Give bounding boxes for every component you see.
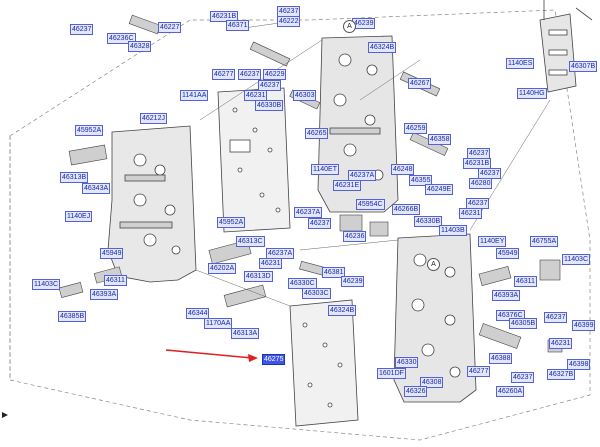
part-label[interactable]: 46222 [277, 16, 301, 27]
bracket-top-right [539, 0, 593, 93]
part-label[interactable]: 11403B [439, 225, 467, 236]
part-label[interactable]: 46307B [569, 61, 598, 72]
part-label[interactable]: 46344 [186, 308, 210, 319]
part-label[interactable]: 46324B [328, 305, 357, 316]
callout-a: A [343, 20, 356, 33]
part-label[interactable]: 46398 [567, 359, 591, 370]
part-label[interactable]: 46212J [140, 113, 167, 124]
part-label[interactable]: 46237 [70, 24, 94, 35]
part-label[interactable]: 46231E [333, 180, 362, 191]
part-label[interactable]: 46231 [549, 338, 573, 349]
part-label[interactable]: 46249E [425, 184, 454, 195]
part-label[interactable]: 46330B [255, 100, 284, 111]
part-label[interactable]: 46358 [428, 134, 452, 145]
part-label[interactable]: 46239 [341, 276, 365, 287]
part-label[interactable]: 1140ET [311, 164, 339, 175]
part-label[interactable]: 46231 [259, 258, 283, 269]
part-label[interactable]: 46277 [467, 366, 491, 377]
part-label[interactable]: 46393A [492, 290, 521, 301]
part-label[interactable]: 46237 [238, 69, 262, 80]
part-label[interactable]: 46324B [368, 42, 397, 53]
part-label[interactable]: 46231B [210, 11, 239, 22]
part-label[interactable]: 46280 [469, 178, 493, 189]
part-label[interactable]: 46227 [158, 22, 182, 33]
part-label[interactable]: 46260A [496, 386, 525, 397]
part-label[interactable]: 46330B [414, 216, 443, 227]
separator-plate-lower [289, 299, 359, 427]
part-label[interactable]: 46385B [58, 311, 87, 322]
valve-body-left [107, 125, 197, 283]
part-label[interactable]: 46236C [107, 33, 136, 44]
part-label[interactable]: 45952A [217, 217, 246, 228]
part-label[interactable]: 1170AA [204, 318, 233, 329]
part-label[interactable]: 46355 [409, 175, 433, 186]
part-label[interactable]: 46328 [128, 41, 152, 52]
separator-plate-top [217, 87, 291, 233]
part-label[interactable]: 46202A [208, 263, 237, 274]
part-label[interactable]: 46311 [514, 276, 537, 287]
part-label[interactable]: 46237 [258, 80, 282, 91]
part-label[interactable]: 46313B [60, 172, 89, 183]
part-label[interactable]: 46237A [348, 170, 377, 181]
part-label[interactable]: 45949 [100, 248, 124, 259]
part-label[interactable]: 11403C [32, 279, 61, 290]
part-label[interactable]: 46237 [308, 218, 332, 229]
part-label[interactable]: 46311 [104, 275, 127, 286]
part-label[interactable]: 46303 [293, 90, 317, 101]
corner-mark [2, 412, 8, 418]
part-label[interactable]: 46237 [511, 372, 535, 383]
part-label[interactable]: 1601DF [377, 368, 406, 379]
part-label[interactable]: 46236 [343, 231, 367, 242]
part-label[interactable]: 46399 [572, 320, 596, 331]
part-label[interactable]: 46277 [212, 69, 236, 80]
part-label[interactable]: 46330 [395, 357, 419, 368]
part-label[interactable]: 45952A [75, 125, 104, 136]
part-label[interactable]: 11403C [562, 254, 591, 265]
part-label[interactable]: 46237 [544, 312, 568, 323]
part-label[interactable]: 46313A [231, 328, 260, 339]
part-label[interactable]: 46313D [244, 271, 273, 282]
part-label[interactable]: 45954C [356, 199, 385, 210]
part-label[interactable]: 1140EY [478, 236, 507, 247]
part-label[interactable]: 45949 [496, 248, 520, 259]
part-label[interactable]: 46327B [547, 369, 576, 380]
part-label[interactable]: 46303C [302, 288, 331, 299]
part-label[interactable]: 46343A [82, 183, 111, 194]
part-label[interactable]: 46237A [294, 207, 323, 218]
part-label[interactable]: 46248 [391, 164, 415, 175]
part-label[interactable]: 46388 [489, 353, 513, 364]
part-label-highlighted[interactable]: 46275 [262, 354, 286, 365]
part-label[interactable]: 46229 [263, 69, 287, 80]
part-label[interactable]: 46393A [90, 289, 119, 300]
part-label[interactable]: 1140EJ [65, 211, 93, 222]
part-label[interactable]: 46313C [236, 236, 265, 247]
part-label[interactable]: 46231B [463, 158, 492, 169]
part-label[interactable]: 1140HG [517, 88, 547, 99]
part-label[interactable]: 1140ES [506, 58, 535, 69]
part-label[interactable]: 46259 [404, 123, 428, 134]
part-label[interactable]: 46266B [392, 204, 421, 215]
part-label[interactable]: 46308 [420, 377, 444, 388]
part-label[interactable]: 46267 [408, 78, 432, 89]
part-label[interactable]: 46231 [459, 208, 483, 219]
part-label[interactable]: 46371 [226, 20, 250, 31]
dashed-frame [9, 9, 591, 441]
part-label[interactable]: 46755A [530, 236, 559, 247]
part-label[interactable]: 46381 [322, 267, 346, 278]
part-label[interactable]: 46326 [404, 386, 428, 397]
callout-a: A [427, 258, 440, 271]
part-label[interactable]: 46265 [305, 128, 329, 139]
part-label[interactable]: 1141AA [180, 90, 209, 101]
part-label[interactable]: 46305B [509, 318, 538, 329]
red-arrow [165, 349, 258, 362]
